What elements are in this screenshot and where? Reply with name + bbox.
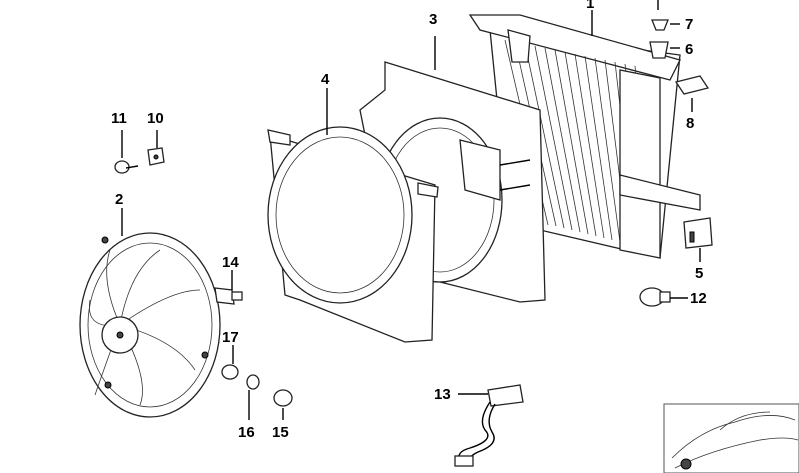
sensor-part-12 [639,287,688,307]
fan-cowl-part [267,88,439,343]
callout-14: 14 [222,254,239,271]
callout-13: 13 [434,386,451,403]
callout-12: 12 [690,290,707,307]
callout-16: 16 [238,424,255,441]
callout-2: 2 [115,191,123,208]
callout-3: 3 [429,11,437,28]
resistor-block-part-5 [683,217,713,262]
callout-6: 6 [685,41,693,58]
electric-fan-part [79,208,221,418]
callout-5: 5 [695,265,703,282]
screw-part-11 [114,130,139,174]
bushing-part-17 [221,345,239,380]
washer-part-16 [246,374,260,420]
rubber-mount-part-6 [649,41,680,59]
callout-labels: 1 2 3 4 5 6 7 8 10 11 12 13 14 15 16 17 [111,0,707,441]
grommet-part-7 [651,19,680,31]
callout-4: 4 [321,71,330,88]
callout-17: 17 [222,329,239,346]
car-location-thumbnail [663,403,799,473]
spacer-part-15 [273,389,293,420]
bracket-part-8 [674,75,710,112]
callout-10: 10 [147,110,164,127]
wiring-harness-part-13 [454,384,524,467]
callout-15: 15 [272,424,289,441]
callout-1: 1 [586,0,594,12]
callout-7: 7 [685,16,693,33]
callout-11: 11 [111,110,127,127]
callout-8: 8 [686,115,694,132]
bolt-part-14 [214,270,243,305]
location-marker-icon [680,458,692,470]
clip-nut-part-10 [147,130,165,166]
